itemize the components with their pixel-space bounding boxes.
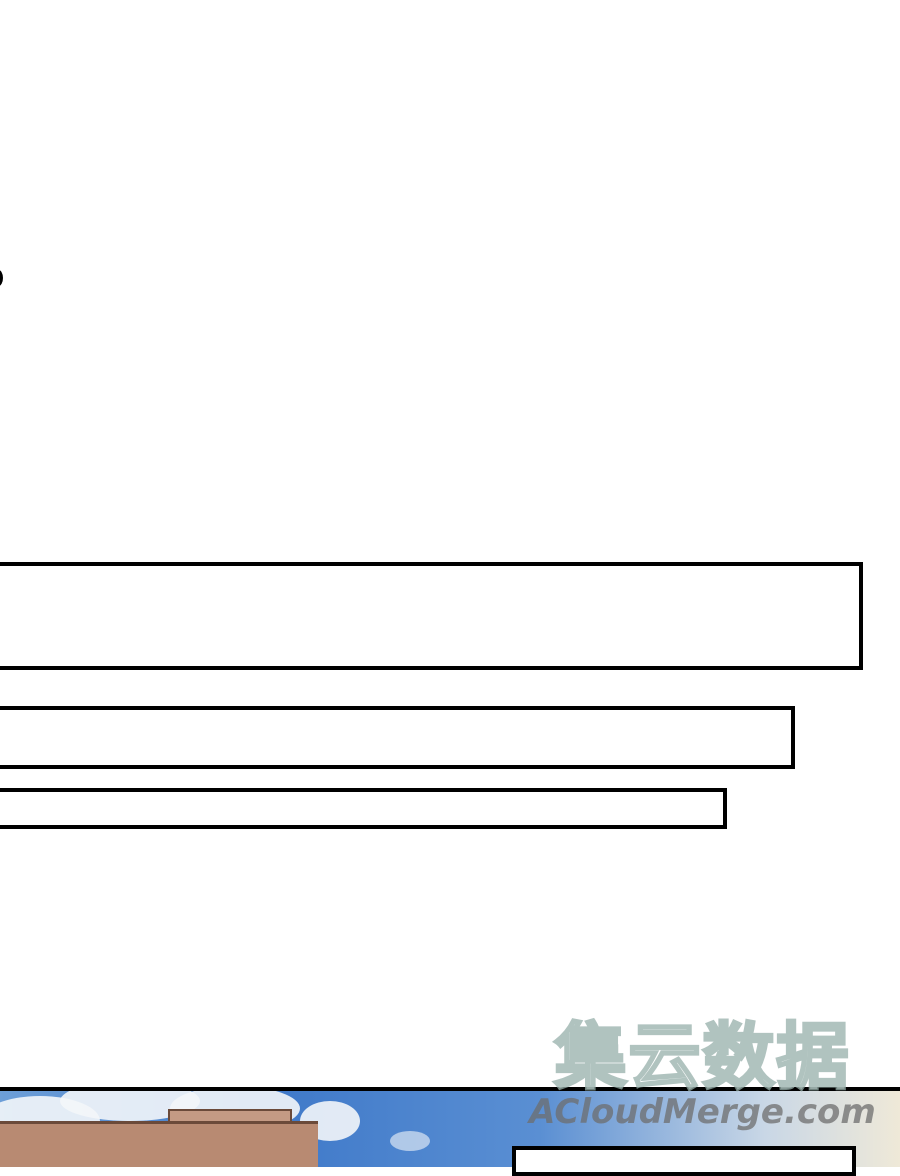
cloud <box>390 1131 430 1151</box>
caption-box-1 <box>0 562 863 670</box>
caption-box-3 <box>0 788 727 829</box>
caption-box-2 <box>0 706 795 769</box>
speech-box <box>512 1146 856 1176</box>
partial-speech-bubble-edge <box>0 270 3 286</box>
brick-building <box>0 1121 318 1167</box>
